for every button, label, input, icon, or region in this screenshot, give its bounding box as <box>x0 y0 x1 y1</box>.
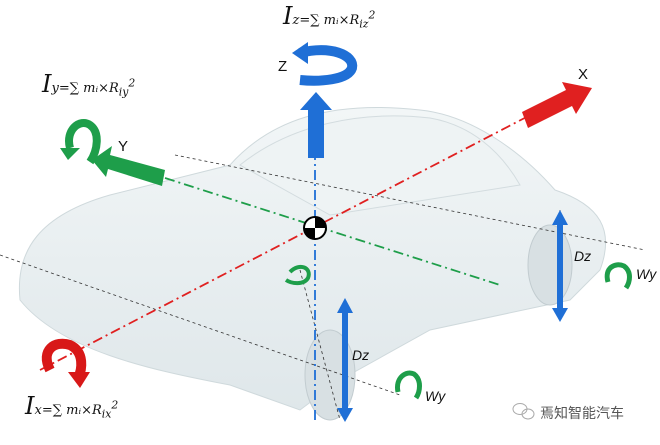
iy-formula: Iy=∑ mᵢ×Riy2 <box>42 70 136 99</box>
y-axis-line <box>164 177 501 286</box>
small-rotation-arrow-icon <box>284 264 311 286</box>
center-of-mass-icon <box>303 216 327 240</box>
z-axis-label: Z <box>278 58 288 75</box>
front-wheel-vertical <box>299 269 341 421</box>
y-axis-arrow <box>92 146 165 186</box>
front-dz-arrow-icon <box>337 298 353 422</box>
z-axis-arrow <box>300 92 332 158</box>
rear-dz-label: Dz <box>574 248 592 264</box>
front-axle-line <box>0 254 401 396</box>
x-axis-arrow <box>522 82 592 128</box>
iz-formula: Iz=∑ mᵢ×Riz2 <box>283 2 376 31</box>
z-rotation-arrow-icon <box>298 45 358 86</box>
y-axis-label: Y <box>118 138 129 155</box>
x-rotation-head <box>68 372 90 388</box>
y-rotation-arrow-icon <box>65 119 101 165</box>
rear-dz-arrow-icon <box>552 210 568 322</box>
y-rotation-head <box>60 148 80 160</box>
x-axis-label: X <box>578 66 589 83</box>
rear-wheel <box>527 224 573 306</box>
front-wy-arrow-icon <box>395 370 422 400</box>
wechat-icon <box>512 403 535 420</box>
ix-formula: Ix=∑ mᵢ×Rix2 <box>25 392 119 421</box>
rear-wy-arrow-icon <box>604 262 632 290</box>
rear-wy-label: Wy <box>636 266 657 282</box>
front-dz-label: Dz <box>352 347 370 363</box>
front-wy-label: Wy <box>425 388 446 404</box>
z-rotation-head <box>292 42 308 64</box>
rear-axle-line <box>174 154 646 251</box>
watermark-text: 焉知智能汽车 <box>540 406 624 422</box>
x-axis-line <box>39 109 541 371</box>
x-rotation-arrow-icon <box>41 338 87 381</box>
